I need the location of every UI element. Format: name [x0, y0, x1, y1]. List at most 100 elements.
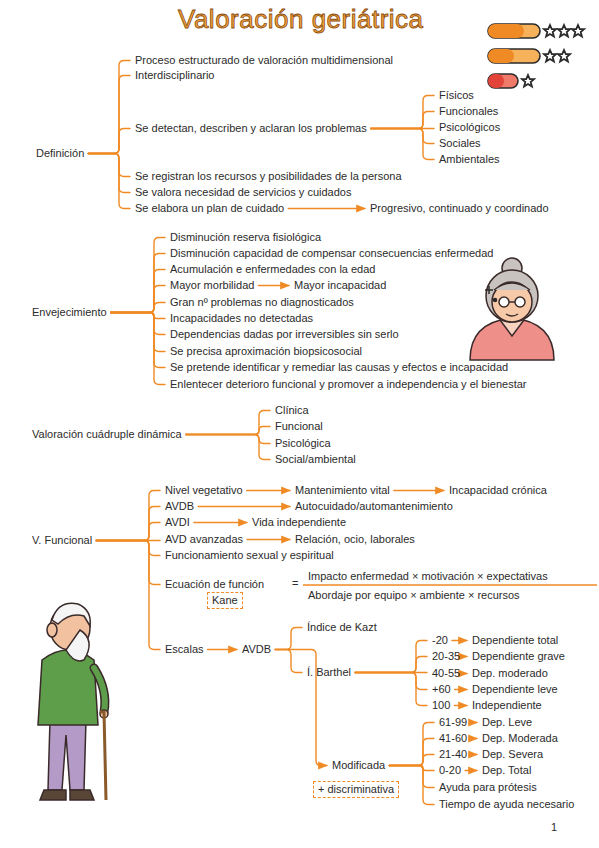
- topic-node: Se precisa aproximación biopsicosocial: [168, 345, 364, 358]
- topic-text: 21-40: [439, 748, 467, 761]
- topic-text: Dependiente grave: [472, 650, 565, 663]
- topic-node: Sociales: [437, 137, 483, 150]
- topic-node: Dependiente total: [470, 634, 560, 647]
- topic-node: Gran nº problemas no diagnosticados: [168, 296, 356, 309]
- branch-line: [96, 541, 160, 585]
- topic-node: Definición: [34, 147, 86, 160]
- topic-text: Psicológicos: [439, 121, 500, 134]
- topic-node: Incapacidades no detectadas: [168, 312, 315, 325]
- topic-node: Se elabora un plan de cuidado: [133, 202, 286, 215]
- topic-text: Se detectan, describen y aclaran los pro…: [135, 122, 367, 135]
- branch-line: [96, 491, 160, 541]
- equation-text: Abordaje por equipo × ambiente × recurso…: [308, 589, 520, 602]
- topic-node: Escalas: [163, 643, 206, 656]
- topic-text: AVDI: [165, 516, 190, 529]
- branch-line: [96, 541, 160, 556]
- branch-line: [371, 96, 434, 129]
- topic-node: Ecuación de función: [163, 578, 266, 591]
- topic-text: Enlentecer deterioro funcional y promove…: [170, 378, 527, 391]
- topic-text: Dep. moderado: [472, 667, 548, 680]
- topic-text: Se elabora un plan de cuidado: [135, 202, 284, 215]
- topic-text: Dependiente total: [472, 634, 558, 647]
- branch-line: [275, 650, 302, 673]
- topic-node: Interdisciplinario: [133, 69, 216, 82]
- arrow-connector: [464, 656, 467, 657]
- topic-text: Social/ambiental: [275, 453, 356, 466]
- branch-line: [275, 628, 302, 650]
- topic-node: Funcional: [273, 420, 325, 433]
- topic-text: Se precisa aproximación biopsicosocial: [170, 345, 362, 358]
- arrow-connector: [454, 705, 467, 706]
- topic-text: Disminución capacidad de compensar conse…: [170, 247, 493, 260]
- topic-text: Mantenimiento vital: [295, 484, 390, 497]
- topic-text: Dep. Moderada: [482, 732, 558, 745]
- topic-text: -20: [432, 634, 448, 647]
- topic-node: 21-40: [437, 748, 469, 761]
- equation-text: =: [292, 577, 298, 590]
- topic-node: 61-99: [437, 716, 469, 729]
- arrow-connector: [471, 738, 477, 739]
- arrow-connector: [464, 673, 467, 674]
- topic-node: Se pretende identificar y remediar las c…: [168, 361, 510, 374]
- topic-text: Gran nº problemas no diagnosticados: [170, 296, 354, 309]
- topic-node: 20-35: [430, 650, 462, 663]
- topic-text: Índice de Kazt: [307, 621, 377, 634]
- branch-line: [111, 313, 165, 352]
- page-number: 1: [551, 821, 557, 834]
- topic-node: 41-60: [437, 732, 469, 745]
- arrow-connector: [465, 770, 477, 771]
- arrow-connector: [455, 689, 467, 690]
- topic-node: Se valora necesidad de servicios y cuida…: [133, 186, 353, 199]
- topic-node: Valoración cuádruple dinámica: [30, 428, 184, 441]
- topic-text: Funcionamiento sexual y espiritual: [165, 549, 334, 562]
- topic-node: AVDB: [240, 643, 273, 656]
- topic-text: Ambientales: [439, 153, 500, 166]
- branch-line: [96, 507, 160, 541]
- topic-text: Acumulación e enfermedades con la edad: [170, 263, 375, 276]
- topic-text: AVDB: [165, 500, 194, 513]
- arrow-connector: [194, 522, 247, 523]
- title: Valoración geriátrica: [178, 4, 424, 35]
- topic-node: Í. Barthel: [305, 666, 353, 679]
- topic-node: Psicológicos: [437, 121, 502, 134]
- topic-node: V. Funcional: [30, 534, 94, 547]
- topic-node: Mantenimiento vital: [293, 484, 392, 497]
- topic-node: Proceso estructurado de valoración multi…: [133, 54, 395, 67]
- topic-node: Social/ambiental: [273, 453, 358, 466]
- topic-text: + discriminativa: [318, 783, 394, 796]
- topic-text: Nivel vegetativo: [165, 484, 243, 497]
- topic-text: Escalas: [165, 643, 204, 656]
- branch-line: [111, 313, 165, 335]
- topic-text: Independiente: [472, 699, 542, 712]
- note-box: Kane: [207, 592, 243, 609]
- topic-node: Incapacidad crónica: [447, 484, 549, 497]
- topic-text: +60: [432, 683, 451, 696]
- topic-text: Dependencias dadas por irreversibles sin…: [170, 328, 399, 341]
- topic-text: 41-60: [439, 732, 467, 745]
- topic-text: Psicológica: [275, 437, 331, 450]
- topic-node: Disminución capacidad de compensar conse…: [168, 247, 495, 260]
- sparkle-symbol: [485, 286, 497, 302]
- topic-node: Ambientales: [437, 153, 502, 166]
- topic-node: Acumulación e enfermedades con la edad: [168, 263, 377, 276]
- topic-text: Clínica: [275, 404, 309, 417]
- arrow-connector: [394, 490, 444, 491]
- note-box: + discriminativa: [313, 781, 399, 798]
- arrow-connector: [471, 722, 477, 723]
- branch-line: [88, 61, 130, 154]
- fraction-bar: [303, 584, 597, 585]
- topic-node: Dependencias dadas por irreversibles sin…: [168, 328, 401, 341]
- topic-text: Definición: [36, 147, 84, 160]
- branch-line: [88, 129, 130, 154]
- topic-text: AVD avanzadas: [165, 533, 243, 546]
- branch-line: [355, 673, 427, 706]
- branch-line: [88, 76, 130, 154]
- branch-line: [371, 129, 434, 160]
- branch-line: [355, 641, 427, 673]
- topic-text: 61-99: [439, 716, 467, 729]
- topic-text: Funcionales: [439, 105, 498, 118]
- topic-node: Índice de Kazt: [305, 621, 379, 634]
- arrow-connector: [288, 208, 365, 209]
- topic-text: Dep. Total: [482, 764, 531, 777]
- topic-text: Interdisciplinario: [135, 69, 214, 82]
